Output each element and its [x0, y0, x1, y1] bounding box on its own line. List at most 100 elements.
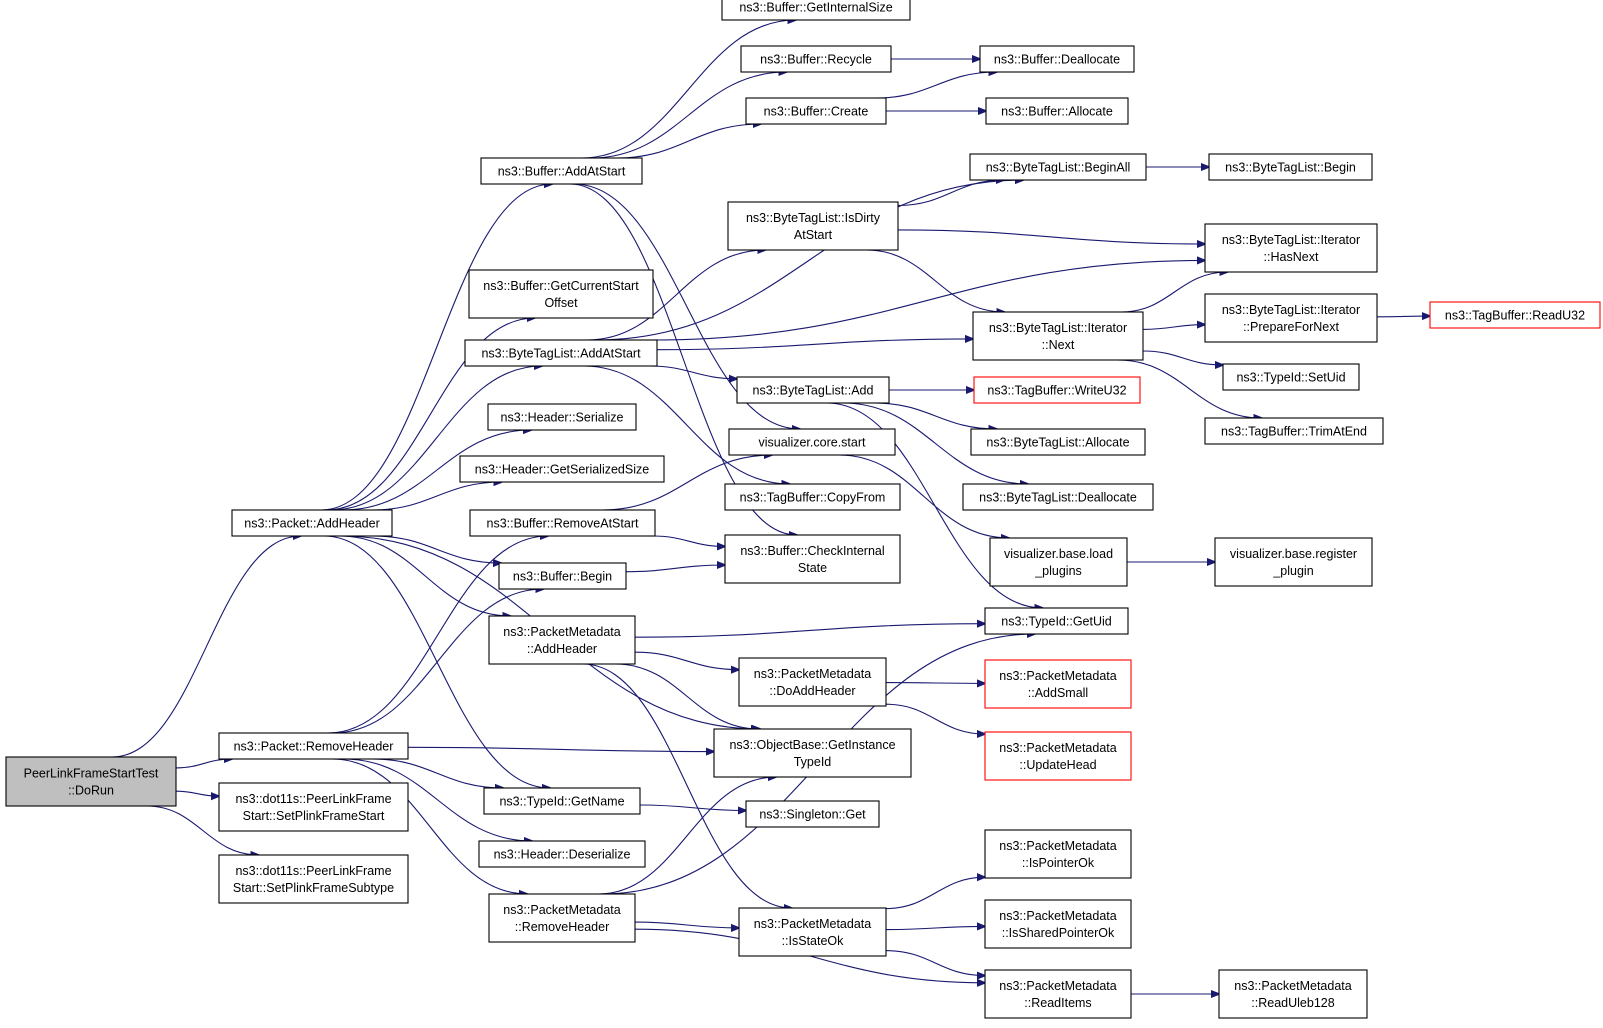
- node-label: ::IsSharedPointerOk: [1002, 926, 1115, 940]
- edge-pkt_addheader-to-buf_addatstart: [321, 184, 552, 511]
- node-singleton_get[interactable]: ns3::Singleton::Get: [745, 800, 880, 828]
- edge-root-to-pkt_removeheader: [175, 759, 232, 769]
- node-btl_deallocate[interactable]: ns3::ByteTagList::Deallocate: [962, 483, 1154, 511]
- node-viz_core_start[interactable]: visualizer.core.start: [728, 428, 896, 456]
- edge-btl_addatstart-to-btl_beginall: [595, 180, 1024, 341]
- node-btl_beginall[interactable]: ns3::ByteTagList::BeginAll: [969, 153, 1147, 181]
- node-label: AtStart: [794, 228, 833, 242]
- node-buf_recycle[interactable]: ns3::Buffer::Recycle: [740, 45, 892, 73]
- edge-btl_isdirtyatstart-to-btl_beginall: [897, 180, 1004, 207]
- edge-buf_removeatstart-to-viz_core_start: [602, 455, 773, 511]
- node-pm_addheader[interactable]: ns3::PacketMetadata::AddHeader: [488, 615, 636, 665]
- node-box: [464, 339, 658, 367]
- node-label: ns3::PacketMetadata: [754, 667, 871, 681]
- edge-btl_iter_next-to-btl_iter_hasnext: [1121, 272, 1228, 313]
- edges-layer: [111, 20, 1430, 994]
- node-tb_writeu32[interactable]: ns3::TagBuffer::WriteU32: [973, 376, 1141, 404]
- node-label: ns3::ByteTagList::Iterator: [1222, 233, 1360, 247]
- node-btl_allocate[interactable]: ns3::ByteTagList::Allocate: [970, 428, 1146, 456]
- node-box: [1222, 363, 1360, 391]
- node-btl_iter_hasnext[interactable]: ns3::ByteTagList::Iterator::HasNext: [1204, 223, 1378, 273]
- node-buf_begin[interactable]: ns3::Buffer::Begin: [498, 562, 627, 590]
- node-typeid_getuid[interactable]: ns3::TypeId::GetUid: [984, 607, 1129, 635]
- node-label: ::PrepareForNext: [1243, 320, 1339, 334]
- node-pkt_removeheader[interactable]: ns3::Packet::RemoveHeader: [218, 732, 409, 760]
- node-pkt_addheader[interactable]: ns3::Packet::AddHeader: [231, 509, 393, 537]
- edge-btl_isdirtyatstart-to-btl_iter_hasnext: [897, 229, 1205, 244]
- node-box: [973, 376, 1141, 404]
- node-buf_deallocate[interactable]: ns3::Buffer::Deallocate: [979, 45, 1135, 73]
- node-label: ns3::TagBuffer::WriteU32: [987, 384, 1126, 398]
- node-tb_trimatend[interactable]: ns3::TagBuffer::TrimAtEnd: [1204, 417, 1384, 445]
- node-label: ns3::TagBuffer::CopyFrom: [740, 491, 886, 505]
- node-box: [989, 537, 1128, 587]
- node-box: [984, 659, 1132, 709]
- node-hdr_deserialize[interactable]: ns3::Header::Deserialize: [478, 840, 646, 868]
- node-box: [468, 269, 654, 319]
- node-pm_readitems[interactable]: ns3::PacketMetadata::ReadItems: [984, 969, 1132, 1019]
- node-root[interactable]: PeerLinkFrameStartTest::DoRun: [5, 756, 177, 807]
- node-setplinkframesubtype[interactable]: ns3::dot11s::PeerLinkFrameStart::SetPlin…: [218, 854, 409, 904]
- node-tb_copyfrom[interactable]: ns3::TagBuffer::CopyFrom: [724, 483, 901, 511]
- node-box: [969, 153, 1147, 181]
- node-box: [1204, 417, 1384, 445]
- node-pm_issharedpointerok[interactable]: ns3::PacketMetadata::IsSharedPointerOk: [984, 899, 1132, 949]
- node-pm_removeheader[interactable]: ns3::PacketMetadata::RemoveHeader: [488, 893, 636, 943]
- node-pm_doaddheader[interactable]: ns3::PacketMetadata::DoAddHeader: [738, 657, 887, 707]
- node-label: ::IsStateOk: [782, 934, 845, 948]
- node-typeid_setuid[interactable]: ns3::TypeId::SetUid: [1222, 363, 1360, 391]
- node-box: [1429, 301, 1601, 329]
- node-box: [972, 311, 1144, 361]
- node-buf_removeatstart[interactable]: ns3::Buffer::RemoveAtStart: [469, 509, 656, 537]
- node-btl_iter_next[interactable]: ns3::ByteTagList::Iterator::Next: [972, 311, 1144, 361]
- node-buf_allocate[interactable]: ns3::Buffer::Allocate: [985, 97, 1129, 125]
- nodes-layer: PeerLinkFrameStartTest::DoRunns3::Packet…: [5, 0, 1601, 1019]
- node-label: ns3::ByteTagList::BeginAll: [986, 161, 1131, 175]
- node-btl_addatstart[interactable]: ns3::ByteTagList::AddAtStart: [464, 339, 658, 367]
- node-buf_getinternalsize[interactable]: ns3::Buffer::GetInternalSize: [721, 0, 911, 21]
- node-box: [984, 731, 1132, 781]
- node-label: ns3::TypeId::SetUid: [1236, 371, 1345, 385]
- node-pm_addsmall[interactable]: ns3::PacketMetadata::AddSmall: [984, 659, 1132, 709]
- node-box: [962, 483, 1154, 511]
- node-label: ns3::Header::Serialize: [501, 411, 624, 425]
- node-setplinkframestart[interactable]: ns3::dot11s::PeerLinkFrameStart::SetPlin…: [218, 782, 409, 832]
- node-box: [745, 97, 887, 125]
- node-pm_readuleb128[interactable]: ns3::PacketMetadata::ReadUleb128: [1218, 969, 1368, 1019]
- node-box: [736, 376, 890, 404]
- node-box: [478, 840, 646, 868]
- node-pm_updatehead[interactable]: ns3::PacketMetadata::UpdateHead: [984, 731, 1132, 781]
- node-tb_readu32[interactable]: ns3::TagBuffer::ReadU32: [1429, 301, 1601, 329]
- edge-pm_doaddheader-to-pm_addsmall: [885, 683, 985, 684]
- node-label: ::IsPointerOk: [1022, 856, 1095, 870]
- node-label: ns3::ByteTagList::Deallocate: [979, 491, 1137, 505]
- node-box: [483, 787, 641, 815]
- node-buf_create[interactable]: ns3::Buffer::Create: [745, 97, 887, 125]
- node-buf_addatstart[interactable]: ns3::Buffer::AddAtStart: [480, 157, 643, 185]
- node-viz_base_loadplugins[interactable]: visualizer.base.load _plugins: [989, 537, 1128, 587]
- node-label: ns3::ByteTagList::AddAtStart: [481, 347, 641, 361]
- node-label: ns3::Singleton::Get: [759, 808, 866, 822]
- node-btl_add[interactable]: ns3::ByteTagList::Add: [736, 376, 890, 404]
- edge-buf_addatstart-to-buf_checkinternalstate: [569, 183, 797, 535]
- node-pm_ispointerok[interactable]: ns3::PacketMetadata::IsPointerOk: [984, 829, 1132, 879]
- node-btl_begin[interactable]: ns3::ByteTagList::Begin: [1208, 153, 1373, 181]
- node-typeid_getname[interactable]: ns3::TypeId::GetName: [483, 787, 641, 815]
- node-hdr_serialize[interactable]: ns3::Header::Serialize: [487, 403, 637, 431]
- node-label: _plugins: [1034, 564, 1082, 578]
- node-hdr_getserializedsize[interactable]: ns3::Header::GetSerializedSize: [459, 455, 665, 483]
- edge-typeid_getname-to-singleton_get: [639, 804, 746, 811]
- node-label: visualizer.base.load: [1004, 547, 1113, 561]
- edge-pm_removeheader-to-ob_getinstancetypeid: [598, 777, 776, 895]
- node-viz_base_registerplugin[interactable]: visualizer.base.register_plugin: [1214, 537, 1373, 587]
- node-label: ns3::PacketMetadata: [754, 917, 871, 931]
- node-pm_isstateok[interactable]: ns3::PacketMetadata::IsStateOk: [738, 907, 887, 957]
- node-label: Offset: [544, 296, 578, 310]
- node-box: [738, 657, 887, 707]
- node-btl_iter_preparefornext[interactable]: ns3::ByteTagList::Iterator::PrepareForNe…: [1204, 293, 1378, 343]
